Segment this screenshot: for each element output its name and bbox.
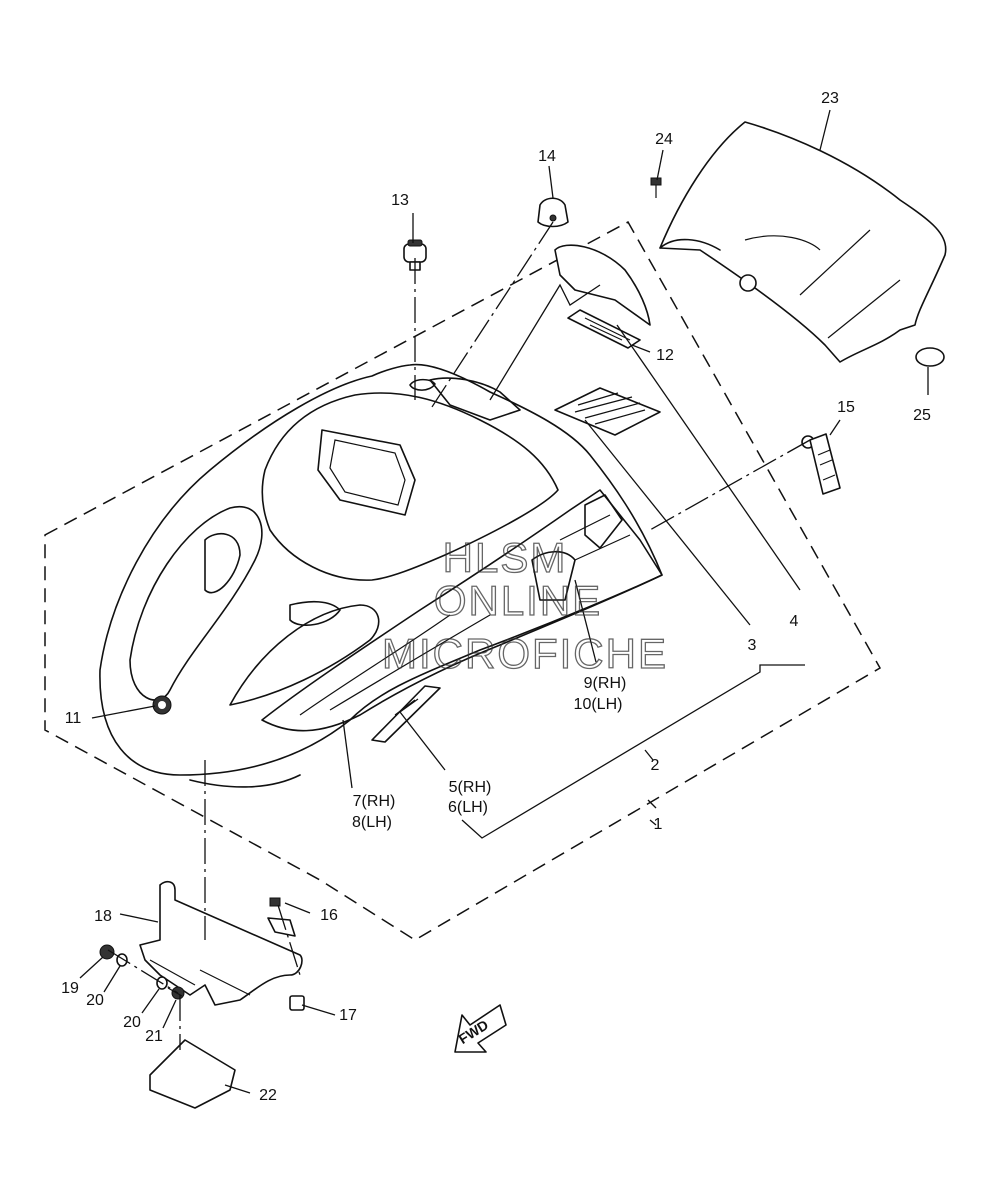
caution-plate-part-3 xyxy=(554,387,661,436)
handle-part-15 xyxy=(801,433,841,495)
callout-9: 9(RH) xyxy=(584,675,627,692)
seat-cover-part-23 xyxy=(659,121,947,363)
callout-15: 15 xyxy=(837,399,855,416)
screw-part-24 xyxy=(650,177,757,292)
pad-part-22 xyxy=(149,1039,236,1109)
callout-5: 5(RH) xyxy=(449,779,492,796)
pad-part-25 xyxy=(915,347,945,367)
callout-4: 4 xyxy=(790,613,799,630)
watermark-line-3: MICROFICHE xyxy=(382,630,668,677)
callout-22: 22 xyxy=(259,1087,277,1104)
watermark-line-1: HLSM xyxy=(443,534,568,581)
fwd-direction-arrow: FWD xyxy=(454,1004,507,1053)
assembly-centerlines xyxy=(107,221,811,1050)
callout-6: 6(LH) xyxy=(448,799,488,816)
callout-10: 10(LH) xyxy=(574,696,623,713)
bracket-part-18 xyxy=(139,880,303,1006)
side-pad-panel xyxy=(554,244,651,326)
callout-14: 14 xyxy=(538,148,556,165)
callout-16: 16 xyxy=(320,907,338,924)
callout-2: 2 xyxy=(651,757,660,774)
callout-17: 17 xyxy=(339,1007,357,1024)
callout-23: 23 xyxy=(821,90,839,107)
hood-body xyxy=(99,363,663,788)
emblem-part-11 xyxy=(152,695,172,715)
nut-part-17 xyxy=(289,995,305,1011)
callout-24: 24 xyxy=(655,131,673,148)
callout-1: 1 xyxy=(654,816,663,833)
callout-3: 3 xyxy=(748,637,757,654)
callout-21: 21 xyxy=(145,1028,163,1045)
callout-8: 8(LH) xyxy=(352,814,392,831)
callout-20a: 20 xyxy=(86,992,104,1009)
callout-19: 19 xyxy=(61,980,79,997)
assembly-boundary xyxy=(44,220,882,941)
callout-13: 13 xyxy=(391,192,409,209)
callout-11: 11 xyxy=(65,710,82,727)
watermark-line-2: ONLINE xyxy=(434,577,602,624)
callout-20b: 20 xyxy=(123,1014,141,1031)
callout-12: 12 xyxy=(656,347,674,364)
callout-18: 18 xyxy=(94,908,112,925)
callout-7: 7(RH) xyxy=(353,793,396,810)
callout-25: 25 xyxy=(913,407,931,424)
callouts: 1 2 3 4 5(RH) 6(LH) 7(RH) 8(LH) 9(RH) 10… xyxy=(61,90,931,1104)
watermark: HLSM ONLINE MICROFICHE xyxy=(381,533,668,677)
leader-lines xyxy=(79,109,929,1094)
label-part-12 xyxy=(567,309,641,349)
clip-part-14 xyxy=(537,197,569,228)
